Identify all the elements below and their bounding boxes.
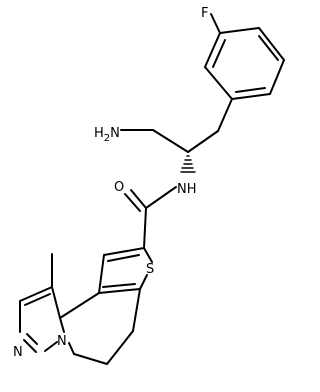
ring-bond-b — [204, 32, 221, 68]
amide-nh-label: NH — [177, 182, 197, 197]
carbonyl-oxygen-label: O — [114, 180, 124, 195]
carbonyl-thiophene-bond — [143, 207, 147, 249]
azepine-bond-2 — [106, 330, 134, 365]
pyrazole-ring — [19, 253, 61, 353]
carbonyl-double-a — [130, 189, 147, 209]
thio-bond-s-c2 — [143, 247, 153, 263]
side-chain — [120, 98, 233, 173]
thio-bond-c3a-c7a — [98, 288, 141, 294]
ring-double-3 — [235, 87, 266, 93]
ring-double-2 — [258, 35, 279, 61]
azepine-bond-5 — [59, 317, 65, 333]
thiophene-ring — [98, 247, 153, 294]
nh-carbonyl-bond — [145, 186, 177, 209]
azepine-bond-4 — [68, 342, 75, 355]
ring-double-1 — [212, 39, 226, 68]
azepine-bond-6 — [59, 292, 100, 319]
azepine-bond-1 — [132, 288, 141, 332]
stereocenter-ch2-bond — [152, 129, 189, 153]
amine-subscript: 2 — [104, 133, 110, 144]
sulfur-atom-label: S — [146, 262, 154, 277]
pyrazole-double-c3-c4 — [24, 293, 51, 306]
thio-bond-c3-c3a — [98, 254, 105, 294]
thio-double-c3a-c7a — [102, 283, 136, 288]
pyrazole-bond-c3-c4 — [19, 286, 53, 302]
pyrazole-double-c5-n — [26, 333, 38, 345]
c-f-bond — [210, 13, 221, 34]
fluorophenyl-ring — [204, 13, 285, 100]
pyrazole-n2-label: N — [13, 345, 23, 360]
ring-bond-c — [219, 27, 260, 34]
amide-group — [124, 186, 177, 249]
pyrazole-bond-c5-n — [23, 339, 37, 353]
pyrazole-bond-c-c3 — [51, 286, 61, 319]
hashed-stereo-bond — [180, 155, 196, 173]
benzyl-bond — [217, 98, 233, 132]
amine-label: H2N — [94, 126, 120, 144]
thio-bond-c7a-s — [139, 274, 148, 290]
ring-bond-e — [269, 59, 285, 95]
pyrazole-n1-label: N — [57, 334, 67, 349]
thio-bond-c2-c3 — [103, 247, 145, 256]
ring-bond-a — [204, 66, 233, 100]
azepine-bond-3 — [73, 353, 108, 365]
azepine-ring — [59, 288, 141, 365]
structure-diagram: F H2N NH O — [13, 6, 285, 365]
ring-bond-d — [258, 27, 285, 61]
pyrazole-bond-n-n — [44, 341, 58, 352]
ring-bond-f — [231, 93, 271, 100]
fluorine-atom-label: F — [201, 6, 208, 21]
thio-double-c2-c3 — [107, 254, 140, 262]
ch2-stereocenter-bond — [187, 130, 219, 153]
molecule-canvas: F H2N NH O — [13, 6, 285, 365]
carbonyl-double-b — [124, 193, 141, 212]
